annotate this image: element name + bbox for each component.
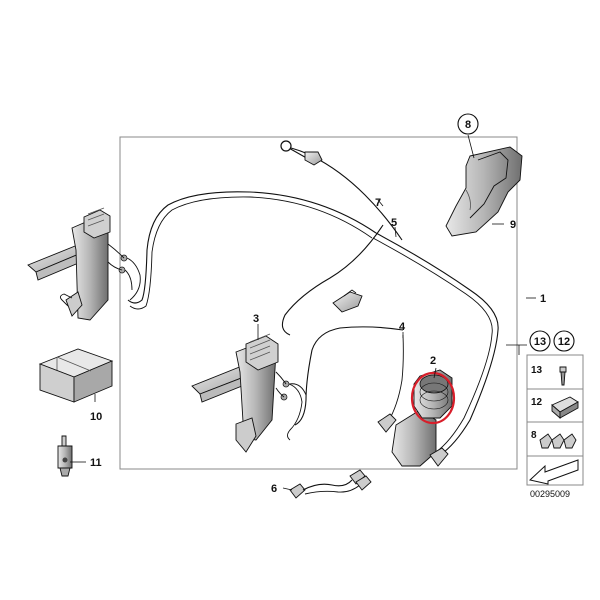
rivet-icon xyxy=(559,366,567,386)
cable-tie-icon xyxy=(539,433,577,449)
callout-13: 13 xyxy=(534,336,546,348)
callout-8: 8 xyxy=(465,119,471,131)
part-2-socket xyxy=(377,369,453,467)
callout-1: 1 xyxy=(540,293,546,305)
side-label-12: 12 xyxy=(531,397,543,408)
callout-5: 5 xyxy=(391,217,397,229)
part-8-cover xyxy=(445,146,523,237)
callout-13-circle: 13 xyxy=(529,330,551,352)
callout-6: 6 xyxy=(271,483,277,495)
callout-12-circle: 12 xyxy=(553,330,575,352)
cable-harness xyxy=(127,146,499,456)
callout-9: 9 xyxy=(510,219,516,231)
callout-11: 11 xyxy=(90,457,102,469)
arrow-icon xyxy=(528,459,579,485)
callout-7: 7 xyxy=(375,197,381,209)
callout-3: 3 xyxy=(253,313,259,325)
callout-labels: 1 2 3 4 5 6 7 9 10 11 xyxy=(90,197,546,495)
callout-8-circle: 8 xyxy=(457,113,479,135)
part-11-terminal xyxy=(57,435,73,477)
left-switch-assembly xyxy=(27,207,141,321)
diagram-id: 00295009 xyxy=(530,489,570,499)
assembly-frame xyxy=(119,136,518,470)
side-label-8: 8 xyxy=(531,430,537,441)
part-10-box xyxy=(38,348,114,403)
part-6-lead xyxy=(289,469,372,499)
side-label-13: 13 xyxy=(531,365,543,376)
clip-icon xyxy=(551,396,579,419)
side-panel xyxy=(526,354,584,486)
callout-12: 12 xyxy=(558,336,570,348)
ring-terminal xyxy=(280,140,323,166)
leader-lines xyxy=(70,134,536,491)
part-3-switch xyxy=(191,333,303,453)
cable-clip xyxy=(332,289,363,313)
callout-2: 2 xyxy=(430,355,436,367)
callout-4: 4 xyxy=(399,321,406,333)
callout-10: 10 xyxy=(90,411,102,423)
highlight-ring xyxy=(410,371,456,425)
